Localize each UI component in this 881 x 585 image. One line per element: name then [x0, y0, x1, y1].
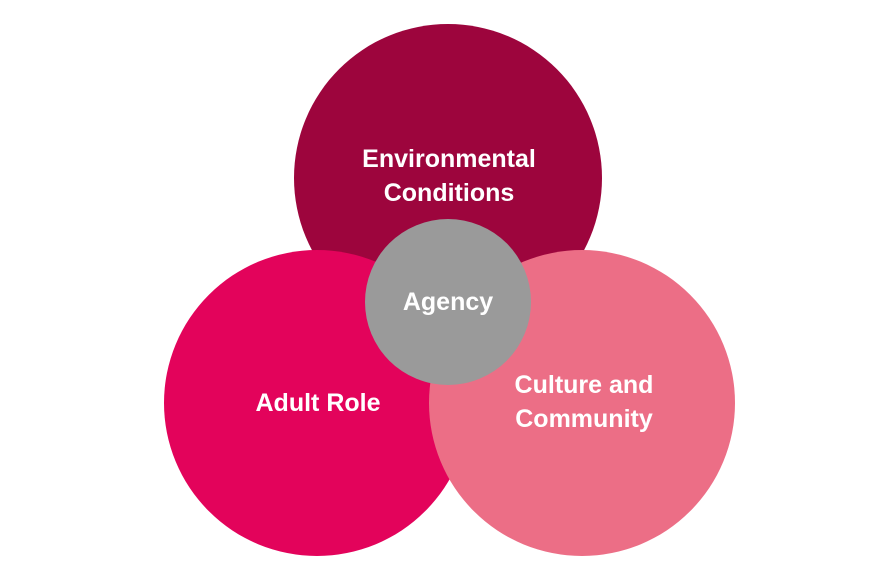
- agency-label: Agency: [403, 288, 493, 316]
- adult-role-label: Adult Role: [256, 389, 381, 417]
- agency-circle: [365, 219, 531, 385]
- culture-and-community-label-line1: Culture and: [515, 371, 654, 399]
- environmental-conditions-label-line2: Conditions: [384, 179, 515, 207]
- culture-and-community-label-line2: Community: [515, 405, 653, 433]
- environmental-conditions-label-line1: Environmental: [362, 145, 536, 173]
- environmental-conditions-circle: [294, 24, 602, 332]
